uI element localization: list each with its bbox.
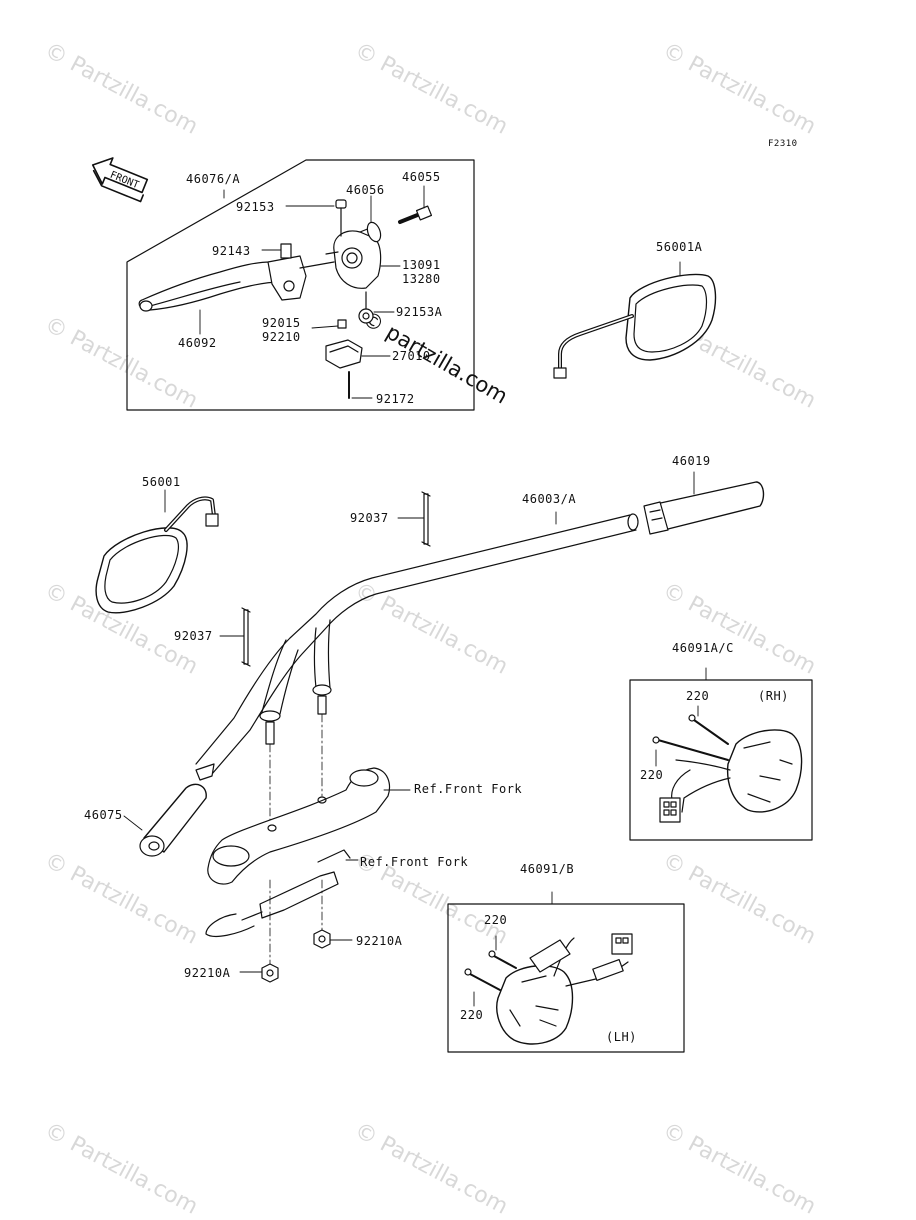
callout-46075: 46075 <box>84 808 123 822</box>
front-arrow-icon: FRONT <box>91 157 149 203</box>
nut-92153a <box>358 291 374 324</box>
callout-92172: 92172 <box>376 392 415 406</box>
nut-92015 <box>337 319 347 329</box>
callout-92037-upper: 92037 <box>350 511 389 525</box>
rh-switch-housing <box>652 705 803 823</box>
callout-56001: 56001 <box>142 475 181 489</box>
lh-switch-housing <box>464 933 633 1045</box>
callout-46056: 46056 <box>346 183 385 197</box>
callout-27010: 27010 <box>392 349 431 363</box>
rh-switch-frame <box>629 679 813 841</box>
callout-220-lh-lower: 220 <box>460 1008 484 1022</box>
callout-56001a: 56001A <box>656 240 703 254</box>
nut-92210a-left <box>239 963 279 983</box>
label-lh: (LH) <box>606 1030 637 1044</box>
lh-switch-frame <box>447 903 685 1053</box>
callout-46055: 46055 <box>402 170 441 184</box>
callout-92210a-right: 92210A <box>356 934 403 948</box>
callout-46019: 46019 <box>672 454 711 468</box>
callout-92037-lower: 92037 <box>174 629 213 643</box>
callout-220-lh-upper: 220 <box>484 913 508 927</box>
mirror-56001a <box>553 261 717 379</box>
nut-92210a-right <box>313 929 353 949</box>
upper-fork-bracket <box>207 767 411 885</box>
callout-46091b: 46091/B <box>520 862 575 876</box>
ref-front-fork-lower: Ref.Front Fork <box>360 855 469 869</box>
lh-grip-46075 <box>123 763 215 857</box>
bolt-46055 <box>398 205 433 224</box>
figure-id: F2310 <box>768 139 798 149</box>
callout-13280: 13280 <box>402 272 441 286</box>
callout-92210a-left: 92210A <box>184 966 231 980</box>
callout-46003a: 46003/A <box>522 492 577 506</box>
callout-13091: 13091 <box>402 258 441 272</box>
clutch-lever-assembly-frame <box>126 159 475 411</box>
mirror-56001 <box>95 489 219 614</box>
clamp-92037-upper <box>397 491 431 547</box>
bolt-92153 <box>335 199 347 237</box>
callout-92015: 92015 <box>262 316 301 330</box>
callout-220-rh-upper: 220 <box>686 689 710 703</box>
callout-92153a: 92153A <box>396 305 443 319</box>
throttle-grip-46019 <box>643 471 765 535</box>
riser-bolt-left <box>265 721 275 823</box>
callout-92210: 92210 <box>262 330 301 344</box>
label-rh: (RH) <box>758 689 789 703</box>
callout-92143: 92143 <box>212 244 251 258</box>
riser-bolt-right <box>317 695 327 797</box>
callout-46091ac: 46091A/C <box>672 641 734 655</box>
clamp-92037-lower <box>219 607 251 667</box>
callout-46076a: 46076/A <box>186 172 241 186</box>
callout-46092: 46092 <box>178 336 217 350</box>
clutch-switch-27010 <box>325 339 363 369</box>
mounting-plate <box>205 849 359 965</box>
ref-front-fork-upper: Ref.Front Fork <box>414 782 523 796</box>
callout-220-rh-lower: 220 <box>640 768 664 782</box>
clutch-lever <box>138 255 335 312</box>
handlebar-46003a <box>195 511 639 775</box>
callout-92153: 92153 <box>236 200 275 214</box>
lever-holder <box>325 227 382 289</box>
collar-92143 <box>280 243 292 259</box>
